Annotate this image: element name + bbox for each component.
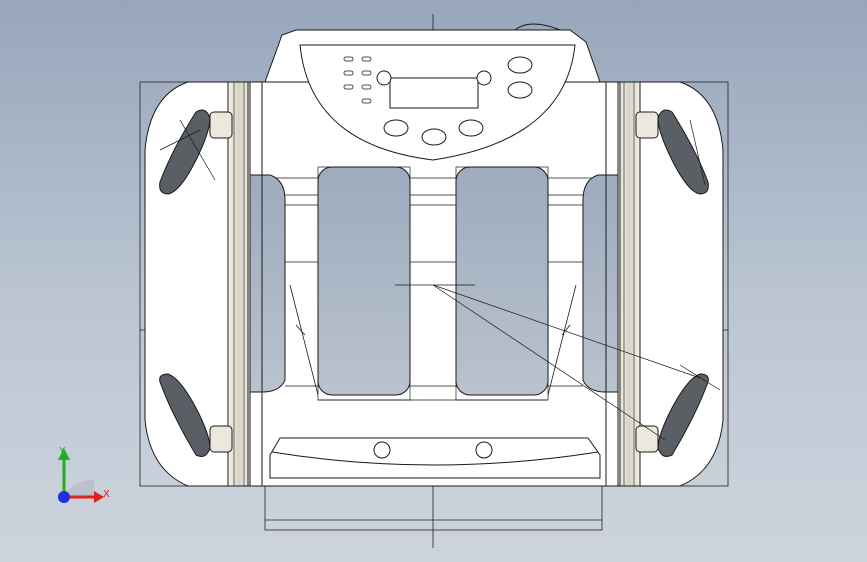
small-buttons	[343, 56, 372, 104]
right-handle-slots	[657, 109, 709, 457]
button-round-2	[476, 70, 492, 86]
display-screen	[389, 77, 479, 109]
button-round-1	[376, 70, 392, 86]
triad-x-label: X	[103, 489, 110, 500]
button-oval-2	[507, 81, 533, 99]
button-oval-3	[383, 119, 409, 137]
foot-cavity-right	[455, 166, 549, 396]
button-oval-4	[421, 128, 447, 146]
bolts	[209, 111, 659, 453]
control-buttons	[343, 56, 533, 146]
button-oval-1	[507, 56, 533, 74]
left-side-recess	[247, 174, 286, 393]
button-oval-5	[458, 119, 484, 137]
front-screw-right	[475, 441, 493, 459]
front-screw-left	[373, 441, 391, 459]
left-bracket	[227, 81, 263, 487]
front-lip	[269, 437, 601, 479]
coordinate-triad-icon: Y X	[58, 446, 110, 503]
right-bracket	[605, 81, 641, 487]
diagonal-sketch-lines	[159, 119, 721, 441]
foot-cavity-left	[317, 166, 411, 396]
right-side-recess	[582, 174, 621, 393]
foot-massager-model	[139, 14, 729, 548]
triad-y-label: Y	[58, 446, 66, 457]
